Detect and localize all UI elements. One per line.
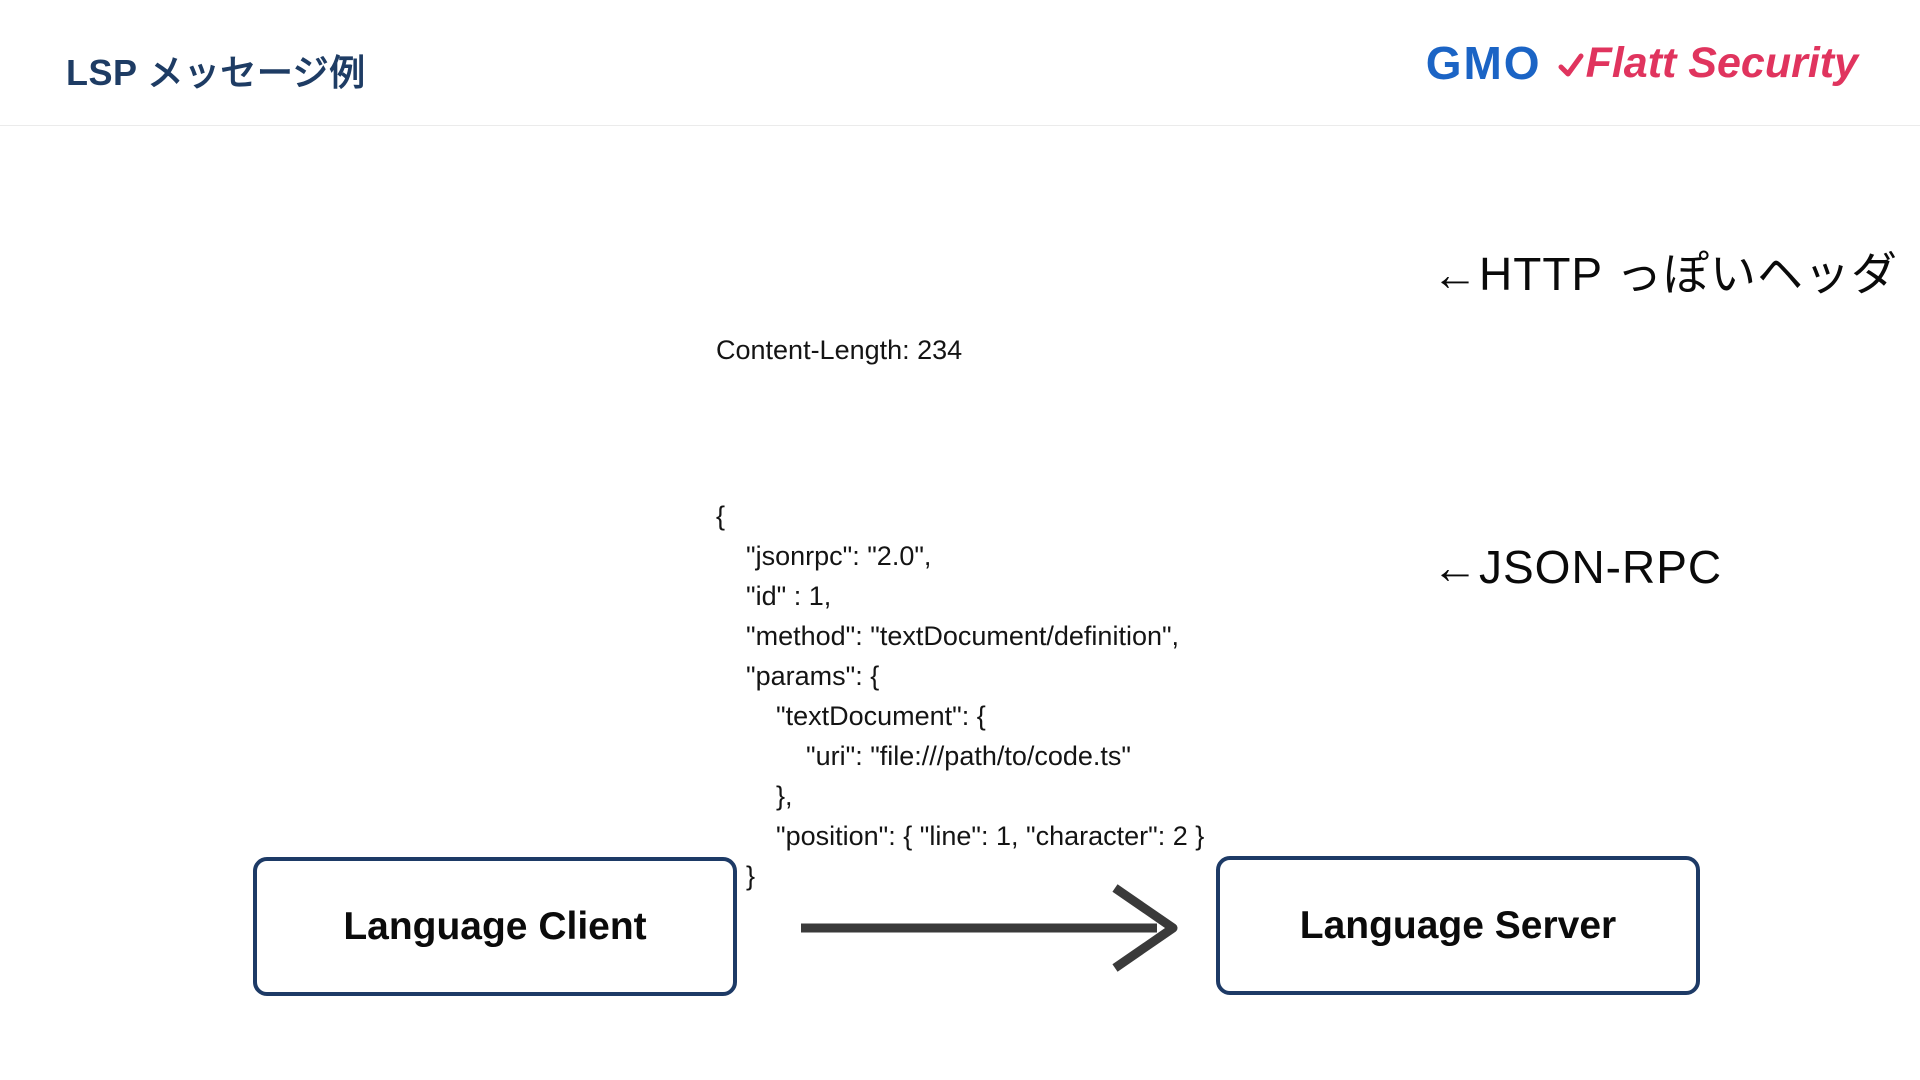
language-client-label: Language Client	[343, 904, 647, 948]
code-line: "textDocument": {	[716, 701, 986, 731]
json-rpc-body: { "jsonrpc": "2.0", "id" : 1, "method": …	[716, 496, 1204, 936]
code-line: "method": "textDocument/definition",	[716, 621, 1180, 651]
language-client-box: Language Client	[253, 857, 737, 996]
content-length-line: Content-Length: 234	[716, 335, 963, 365]
lsp-message-example: Content-Length: 234 { "jsonrpc": "2.0", …	[716, 250, 1204, 1016]
language-server-label: Language Server	[1299, 903, 1617, 947]
flatt-security-wordmark: Flatt Security	[1585, 38, 1858, 87]
header-bar: LSP メッセージ例 GMO Flatt Security	[0, 0, 1920, 126]
code-line: "uri": "file:///path/to/code.ts"	[716, 741, 1132, 771]
code-line: "position": { "line": 1, "character": 2 …	[716, 821, 1205, 851]
code-line: "jsonrpc": "2.0",	[716, 541, 932, 571]
brand-logo: GMO Flatt Security	[1426, 36, 1858, 90]
language-server-box: Language Server	[1216, 856, 1700, 995]
annotation-json-rpc: ←JSON-RPC	[1432, 541, 1723, 593]
code-line: "id" : 1,	[716, 581, 832, 611]
request-arrow	[801, 884, 1178, 972]
page-title: LSP メッセージ例	[66, 52, 366, 93]
code-line: "params": {	[716, 661, 880, 691]
annotation-http-header: ←HTTP っぽいヘッダ	[1432, 248, 1899, 300]
arrow-head-icon	[1112, 884, 1178, 972]
code-line: },	[716, 781, 793, 811]
code-line: {	[716, 501, 726, 531]
brand-check-icon	[1558, 53, 1584, 84]
code-line: }	[746, 861, 756, 891]
gmo-wordmark: GMO	[1425, 37, 1542, 89]
